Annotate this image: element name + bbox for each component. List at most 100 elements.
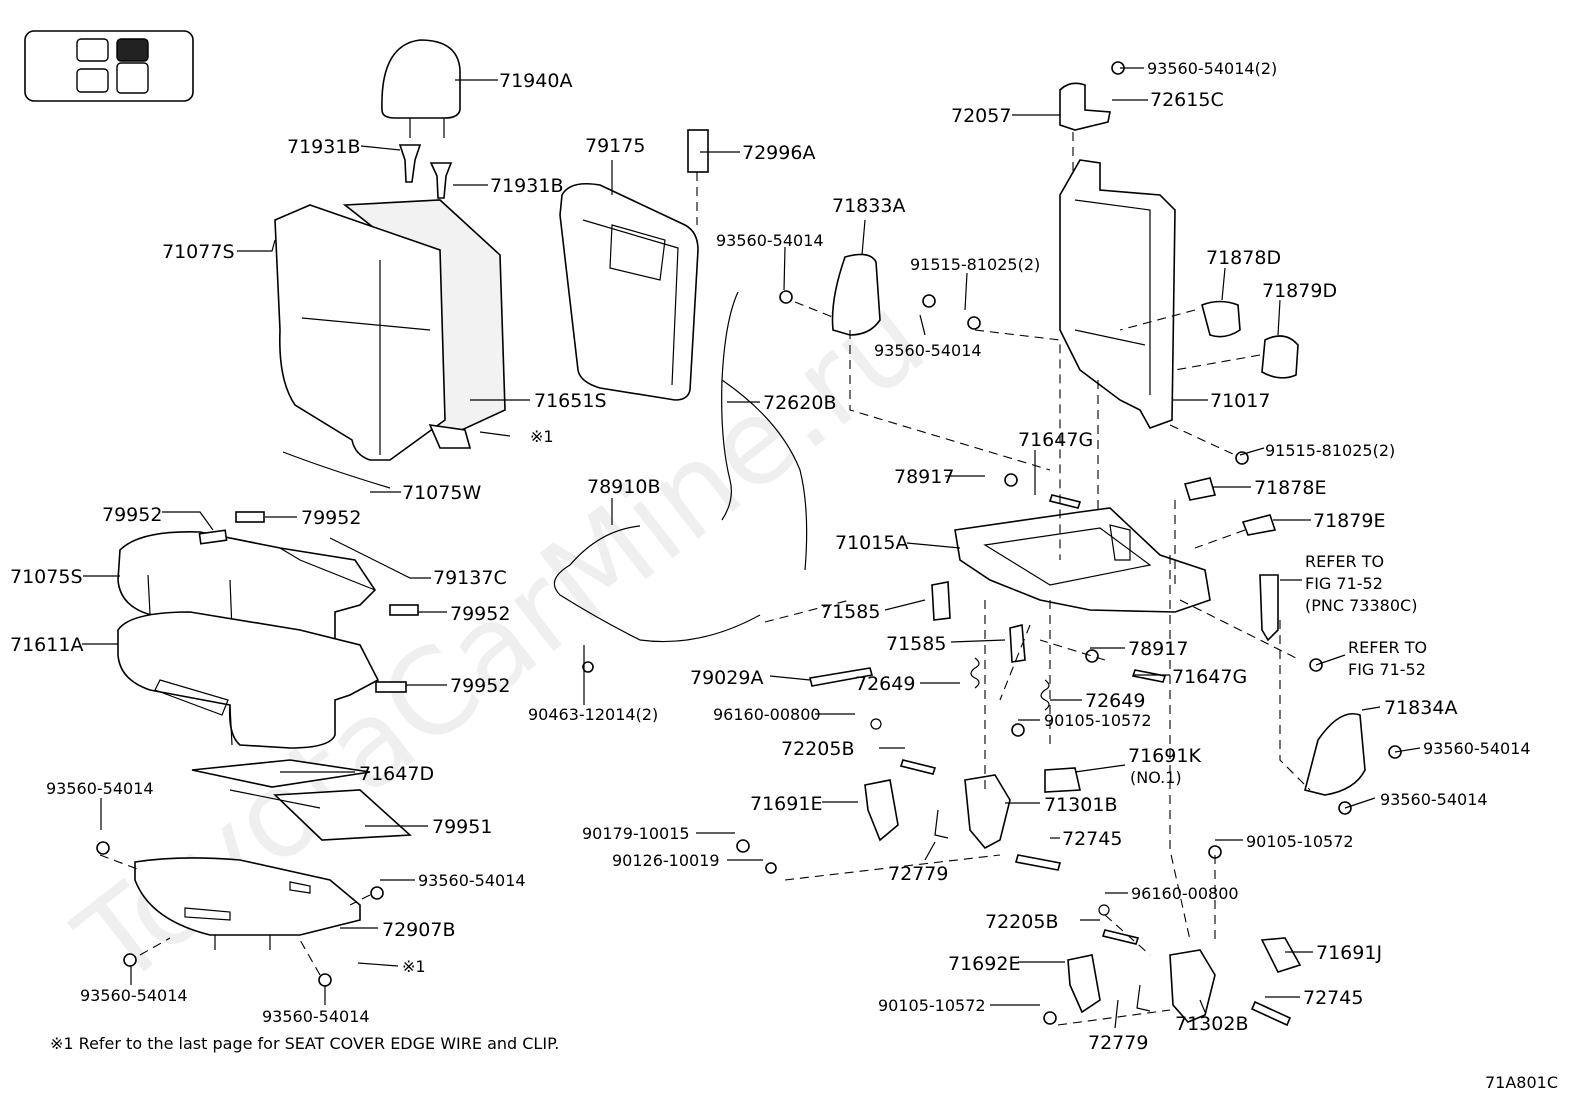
assembly-dashed-lines bbox=[99, 132, 1311, 1026]
seat-lower-cover-drawing bbox=[134, 857, 361, 950]
headrest-drawing bbox=[381, 39, 461, 138]
pad-piece-drawing bbox=[235, 511, 265, 523]
pad-piece-drawing bbox=[389, 604, 419, 616]
footnote: ※1 Refer to the last page for SEAT COVER… bbox=[50, 1034, 559, 1053]
seatbelt-buckle-drawing bbox=[1259, 574, 1279, 642]
part-label-91515-81025-2: 91515-81025(2) bbox=[1265, 441, 1395, 460]
hinge-cover-drawing-3 bbox=[1183, 477, 1217, 501]
part-label-79952: 79952 bbox=[450, 603, 510, 625]
part-label-93560-54014: 93560-54014 bbox=[716, 231, 824, 250]
part-labels: 71940A 71931B 71931B 71077S 71651S ※1 71… bbox=[10, 59, 1531, 1054]
part-label-71691K: 71691K bbox=[1128, 745, 1201, 767]
frame-cover-drawing-2 bbox=[1009, 623, 1026, 663]
part-label-71834A: 71834A bbox=[1384, 697, 1457, 719]
refer-to-fig-label: REFER TO bbox=[1305, 552, 1384, 571]
lock-assy-drawing bbox=[1059, 82, 1111, 131]
hinge-cover-lower-drawing bbox=[864, 779, 899, 842]
seat-cushion-pad-drawing bbox=[117, 611, 380, 749]
part-label-72205B: 72205B bbox=[781, 738, 854, 760]
part-label-71302B: 71302B bbox=[1175, 1013, 1248, 1035]
part-label-93560-54014-2: 93560-54014(2) bbox=[1147, 59, 1277, 78]
hinge-cover-lower-drawing-3 bbox=[1260, 937, 1302, 973]
part-label-93560-54014: 93560-54014 bbox=[80, 986, 188, 1005]
part-label-72205B: 72205B bbox=[985, 911, 1058, 933]
bolt-drawing bbox=[1014, 854, 1062, 871]
refer-to-fig-label: (PNC 73380C) bbox=[1305, 596, 1417, 615]
part-label-71077S: 71077S bbox=[162, 241, 235, 263]
ref-mark: ※1 bbox=[530, 427, 554, 446]
part-label-71931B: 71931B bbox=[287, 136, 360, 158]
part-label-71015A: 71015A bbox=[835, 532, 908, 554]
edge-wire-drawing bbox=[282, 451, 391, 489]
part-label-96160-00800: 96160-00800 bbox=[1131, 884, 1239, 903]
part-label-71647G: 71647G bbox=[1172, 666, 1247, 688]
part-label-90105-10572: 90105-10572 bbox=[878, 996, 986, 1015]
pad-piece-drawing bbox=[198, 529, 228, 545]
refer-to-fig-label: FIG 71-52 bbox=[1348, 660, 1426, 679]
part-label-90105-10572: 90105-10572 bbox=[1246, 832, 1354, 851]
part-label-79952: 79952 bbox=[102, 504, 162, 526]
hinge-cover-drawing bbox=[1201, 300, 1241, 338]
bolt-drawing-2 bbox=[1250, 1000, 1292, 1027]
part-label-72745: 72745 bbox=[1062, 828, 1122, 850]
part-label-71833A: 71833A bbox=[832, 195, 905, 217]
part-label-71647G: 71647G bbox=[1018, 429, 1093, 451]
part-label-71075S: 71075S bbox=[10, 566, 83, 588]
part-label-71878D: 71878D bbox=[1206, 247, 1281, 269]
part-label-78917: 78917 bbox=[1128, 638, 1188, 660]
part-label-72996A: 72996A bbox=[742, 142, 815, 164]
spring-drawing-2 bbox=[1040, 679, 1050, 711]
part-label-71692E: 71692E bbox=[948, 953, 1020, 975]
part-label-90105-10572: 90105-10572 bbox=[1044, 711, 1152, 730]
gas-spring-drawing bbox=[809, 667, 874, 687]
part-label-93560-54014: 93560-54014 bbox=[418, 871, 526, 890]
part-label-71691E: 71691E bbox=[750, 793, 822, 815]
hinge-bracket-drawing-2 bbox=[1169, 949, 1216, 1023]
lock-cover-drawing bbox=[687, 129, 709, 173]
part-label-71017: 71017 bbox=[1210, 390, 1270, 412]
part-label-72057: 72057 bbox=[951, 105, 1011, 127]
pin-drawing-2 bbox=[1136, 984, 1151, 1012]
part-label-72620B: 72620B bbox=[763, 392, 836, 414]
hinge-cover-lower-drawing-2 bbox=[1067, 954, 1101, 1014]
part-label-71647D: 71647D bbox=[359, 763, 434, 785]
part-label-91515-81025-2: 91515-81025(2) bbox=[910, 255, 1040, 274]
part-label-96160-00800: 96160-00800 bbox=[713, 705, 821, 724]
headrest-guide-drawing bbox=[398, 144, 453, 199]
ref-mark: ※1 bbox=[402, 957, 426, 976]
spring-drawing bbox=[970, 657, 980, 689]
part-label-71691K-sub: (NO.1) bbox=[1130, 768, 1182, 787]
fastener-set bbox=[96, 61, 1402, 1025]
part-label-71879D: 71879D bbox=[1262, 280, 1337, 302]
release-cable-drawing-2 bbox=[553, 525, 761, 643]
part-label-72649: 72649 bbox=[1085, 690, 1145, 712]
part-label-71301B: 71301B bbox=[1044, 794, 1117, 816]
part-label-79029A: 79029A bbox=[690, 667, 763, 689]
bolt-drawing-6 bbox=[1131, 669, 1167, 683]
part-label-71651S: 71651S bbox=[534, 390, 607, 412]
part-label-79175: 79175 bbox=[585, 135, 645, 157]
part-label-79137C: 79137C bbox=[433, 567, 507, 589]
part-label-71879E: 71879E bbox=[1313, 510, 1385, 532]
part-label-90126-10019: 90126-10019 bbox=[612, 851, 720, 870]
part-label-79952: 79952 bbox=[450, 675, 510, 697]
part-label-72779: 72779 bbox=[1088, 1032, 1148, 1054]
hinge-cover-drawing-2 bbox=[1261, 335, 1299, 379]
seat-heater-drawing bbox=[191, 759, 412, 841]
pin-drawing bbox=[934, 809, 949, 839]
diagram-code: 71A801C bbox=[1485, 1073, 1558, 1092]
recliner-cover-drawing bbox=[831, 253, 881, 336]
part-label-79952: 79952 bbox=[301, 507, 361, 529]
part-label-93560-54014: 93560-54014 bbox=[262, 1007, 370, 1026]
release-cable-drawing bbox=[721, 291, 808, 571]
part-label-71585: 71585 bbox=[886, 633, 946, 655]
part-label-93560-54014: 93560-54014 bbox=[874, 341, 982, 360]
part-label-90463-12014-2: 90463-12014(2) bbox=[528, 705, 658, 724]
hinge-cover-lower-drawing-4 bbox=[1044, 767, 1081, 793]
part-label-93560-54014: 93560-54014 bbox=[1380, 790, 1488, 809]
part-label-71691J: 71691J bbox=[1316, 942, 1382, 964]
seatback-frame-drawing bbox=[1059, 159, 1176, 429]
part-label-72615C: 72615C bbox=[1150, 89, 1224, 111]
seatback-board-drawing bbox=[559, 182, 699, 401]
